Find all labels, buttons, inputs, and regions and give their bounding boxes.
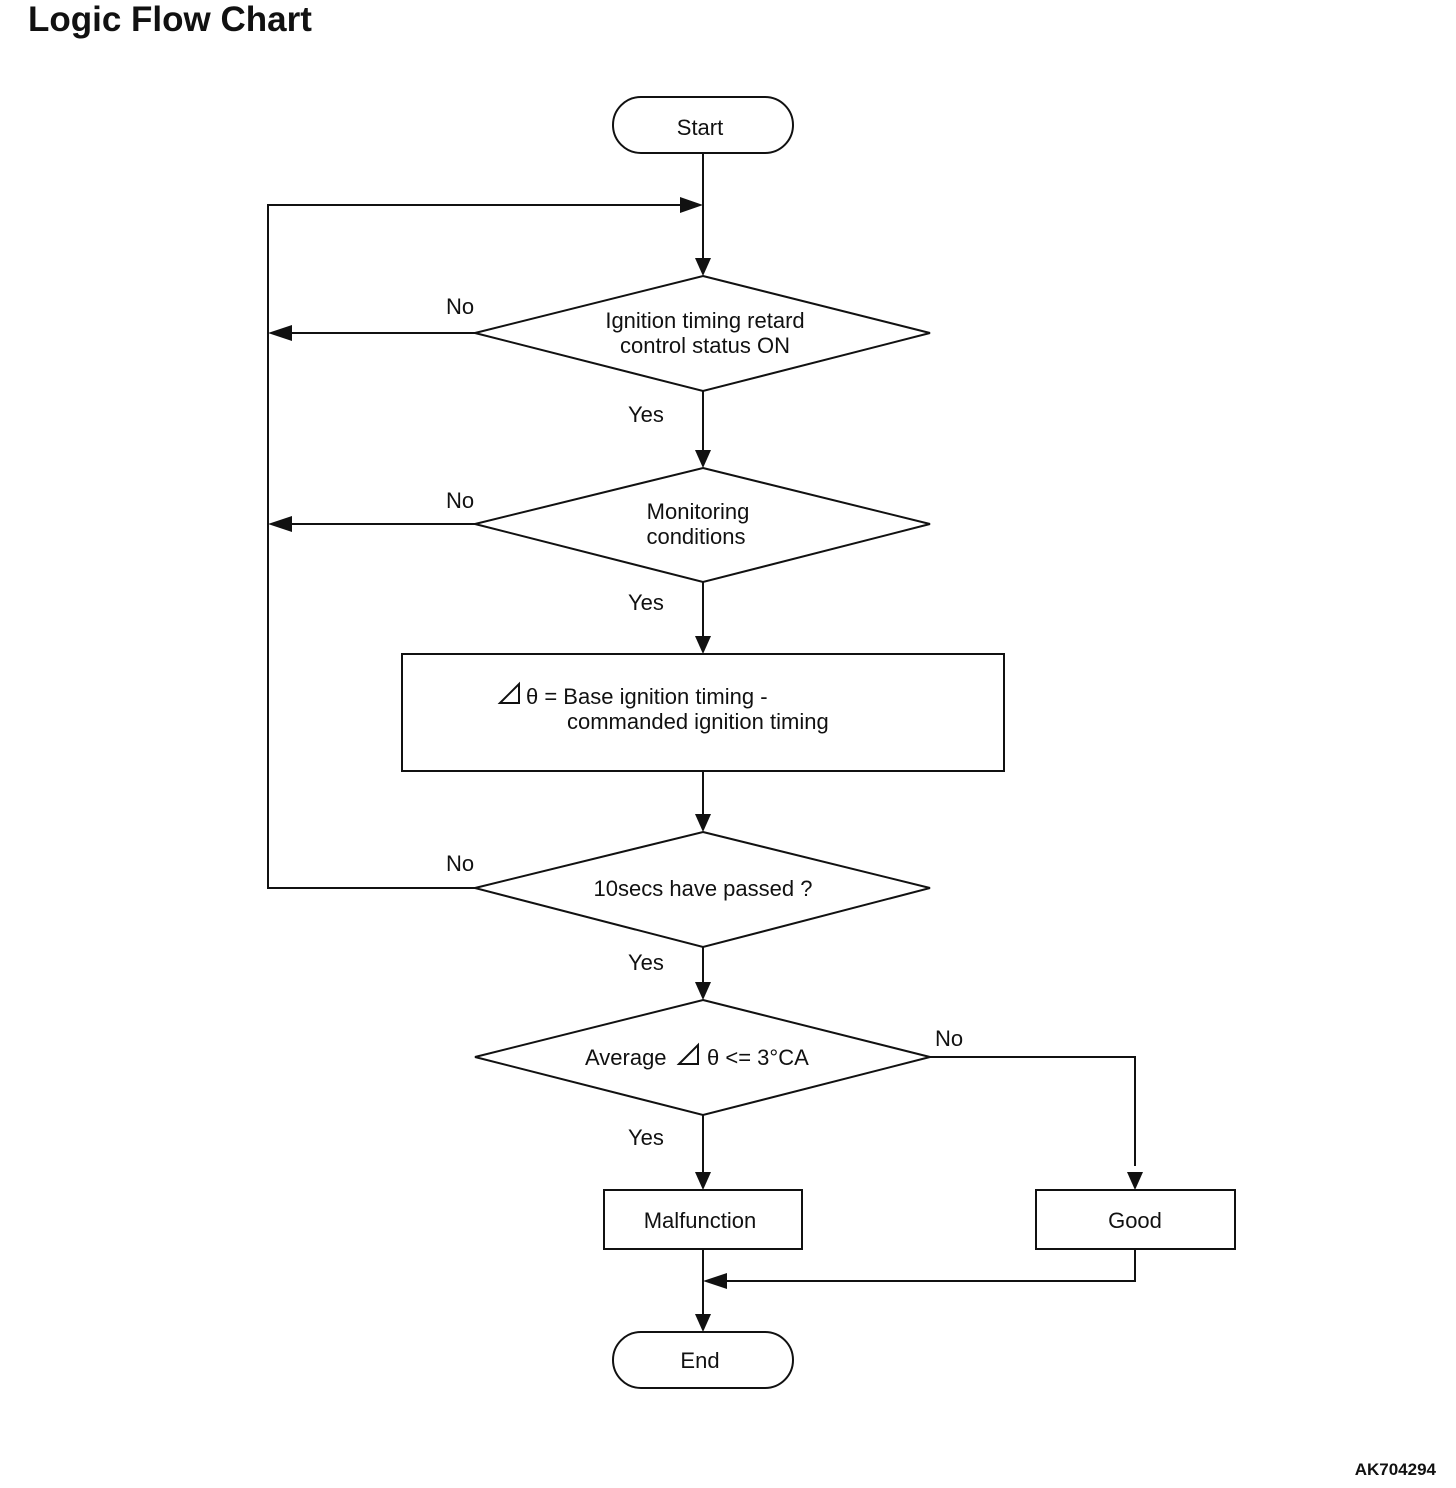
average-suffix: θ <= 3°CA [707,1045,809,1070]
calc-line2: commanded ignition timing [567,709,829,734]
delta-triangle-icon [676,1042,699,1065]
branch-label-yes: Yes [628,402,664,427]
calc-line1: θ = Base ignition timing - [526,684,768,709]
decision-time-elapsed: 10secs have passed ? [474,830,931,949]
branch-label-yes: Yes [628,950,664,975]
monitoring-line2: conditions [646,524,745,549]
arrowheads [268,197,1143,1332]
result-good: Good [1035,1189,1236,1250]
page-title: Logic Flow Chart [28,0,312,39]
arrowhead-icon [695,636,711,654]
process-delta-theta: θ = Base ignition timing - commanded ign… [401,653,1005,772]
average-prefix: Average [585,1045,667,1070]
start-label: Start [677,115,723,140]
arrowhead-icon [268,516,292,532]
decision-average-delta: Average θ <= 3°CA [474,998,931,1117]
arrowhead-icon [695,982,711,1000]
arrowhead-icon [695,258,711,276]
good-label: Good [1108,1208,1162,1233]
decision-retard-status: Ignition timing retard control status ON [474,274,931,393]
decision-monitoring-conditions: Monitoring conditions [474,466,931,584]
connector-good-to-merge [726,1249,1136,1282]
arrowhead-icon [268,325,292,341]
time-check-label: 10secs have passed ? [594,876,813,901]
branch-label-no: No [446,851,474,876]
branch-label-no: No [935,1026,963,1051]
monitoring-line1: Monitoring [647,499,750,524]
arrowhead-icon [695,814,711,832]
start-terminator: Start [612,96,794,154]
branch-labels: No Yes No Yes No Yes No Yes [446,294,963,1150]
malfunction-label: Malfunction [644,1208,757,1233]
result-malfunction: Malfunction [603,1189,803,1250]
delta-triangle-icon [497,681,520,704]
arrowhead-icon [703,1273,727,1289]
figure-id: AK704294 [1354,1460,1436,1479]
branch-label-no: No [446,294,474,319]
arrowhead-icon [680,197,703,213]
connector-average-no [930,1056,1136,1166]
branch-label-no: No [446,488,474,513]
arrowhead-icon [1127,1172,1143,1190]
arrowhead-icon [695,1314,711,1332]
end-terminator: End [612,1331,794,1389]
connectors [267,153,1136,1318]
retard-check-line2: control status ON [620,333,790,358]
branch-label-yes: Yes [628,590,664,615]
retard-check-line1: Ignition timing retard [605,308,804,333]
end-label: End [680,1348,719,1373]
arrowhead-icon [695,1172,711,1190]
branch-label-yes: Yes [628,1125,664,1150]
connector-loop-back [267,204,680,889]
arrowhead-icon [695,450,711,468]
